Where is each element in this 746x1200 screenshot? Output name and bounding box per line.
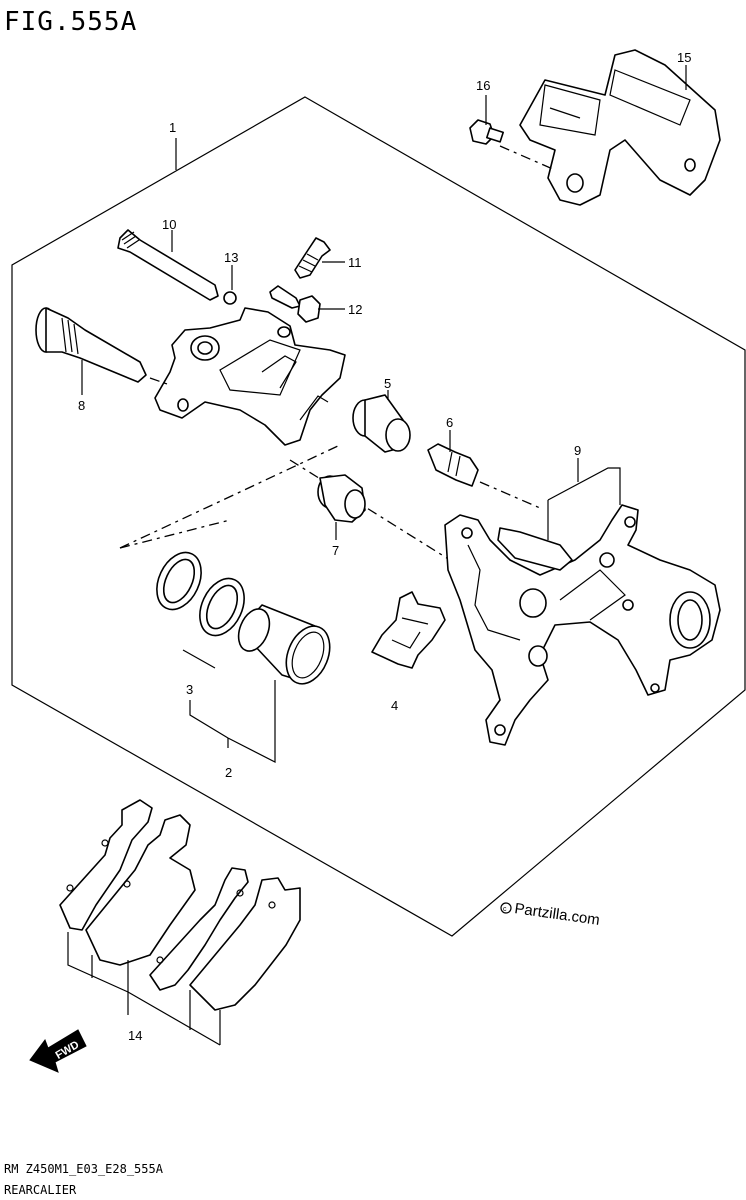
part-8-slide-pin[interactable] <box>35 307 147 383</box>
figure-code: RM Z450M1_E03_E28_555A <box>4 1162 164 1176</box>
part-7-boot[interactable] <box>317 474 366 523</box>
part-6-pin-bolt[interactable] <box>427 443 479 487</box>
leader-lines-14 <box>67 932 221 1046</box>
callout-12: 12 <box>348 302 362 317</box>
figure-caption: REARCALIER <box>4 1183 77 1197</box>
callout-14: 14 <box>128 1028 142 1043</box>
part-4-pad-spring[interactable] <box>371 591 446 669</box>
callout-7: 7 <box>332 543 339 558</box>
callout-15: 15 <box>677 50 691 65</box>
callout-1: 1 <box>169 120 176 135</box>
callout-9: 9 <box>574 443 581 458</box>
part-10-pin[interactable] <box>117 229 219 301</box>
part-12-cap[interactable] <box>269 285 321 323</box>
part-11-bleeder[interactable] <box>294 237 331 279</box>
fwd-arrow-icon: FWD <box>29 1029 87 1073</box>
callout-5: 5 <box>384 376 391 391</box>
part-2-piston[interactable] <box>233 604 338 690</box>
callout-leaders <box>81 65 687 540</box>
part-3-seals[interactable] <box>148 545 253 642</box>
part-9-bracket[interactable] <box>444 504 721 746</box>
part-13-ring[interactable] <box>223 291 237 305</box>
caliper-body[interactable] <box>154 307 346 446</box>
figure-title: FIG.555A <box>4 7 137 37</box>
leader-lines-3-2 <box>182 649 276 763</box>
copyright-icon: c <box>503 906 507 913</box>
callout-8: 8 <box>78 398 85 413</box>
watermark-text: Partzilla.com <box>513 900 600 929</box>
callout-3: 3 <box>186 682 193 697</box>
callout-2: 2 <box>225 765 232 780</box>
callout-11: 11 <box>348 255 362 270</box>
watermark: c Partzilla.com <box>500 900 601 929</box>
callout-6: 6 <box>446 415 453 430</box>
part-5-sleeve[interactable] <box>352 394 411 453</box>
callout-16: 16 <box>476 78 490 93</box>
callout-11-13: 13 <box>224 250 238 265</box>
assembly-boundary <box>11 96 746 937</box>
callout-10: 10 <box>162 217 176 232</box>
part-15-bracket[interactable] <box>519 49 721 206</box>
callout-4: 4 <box>391 698 398 713</box>
part-16-bolt[interactable] <box>469 119 505 145</box>
part-14-brake-pads[interactable] <box>59 799 301 1011</box>
